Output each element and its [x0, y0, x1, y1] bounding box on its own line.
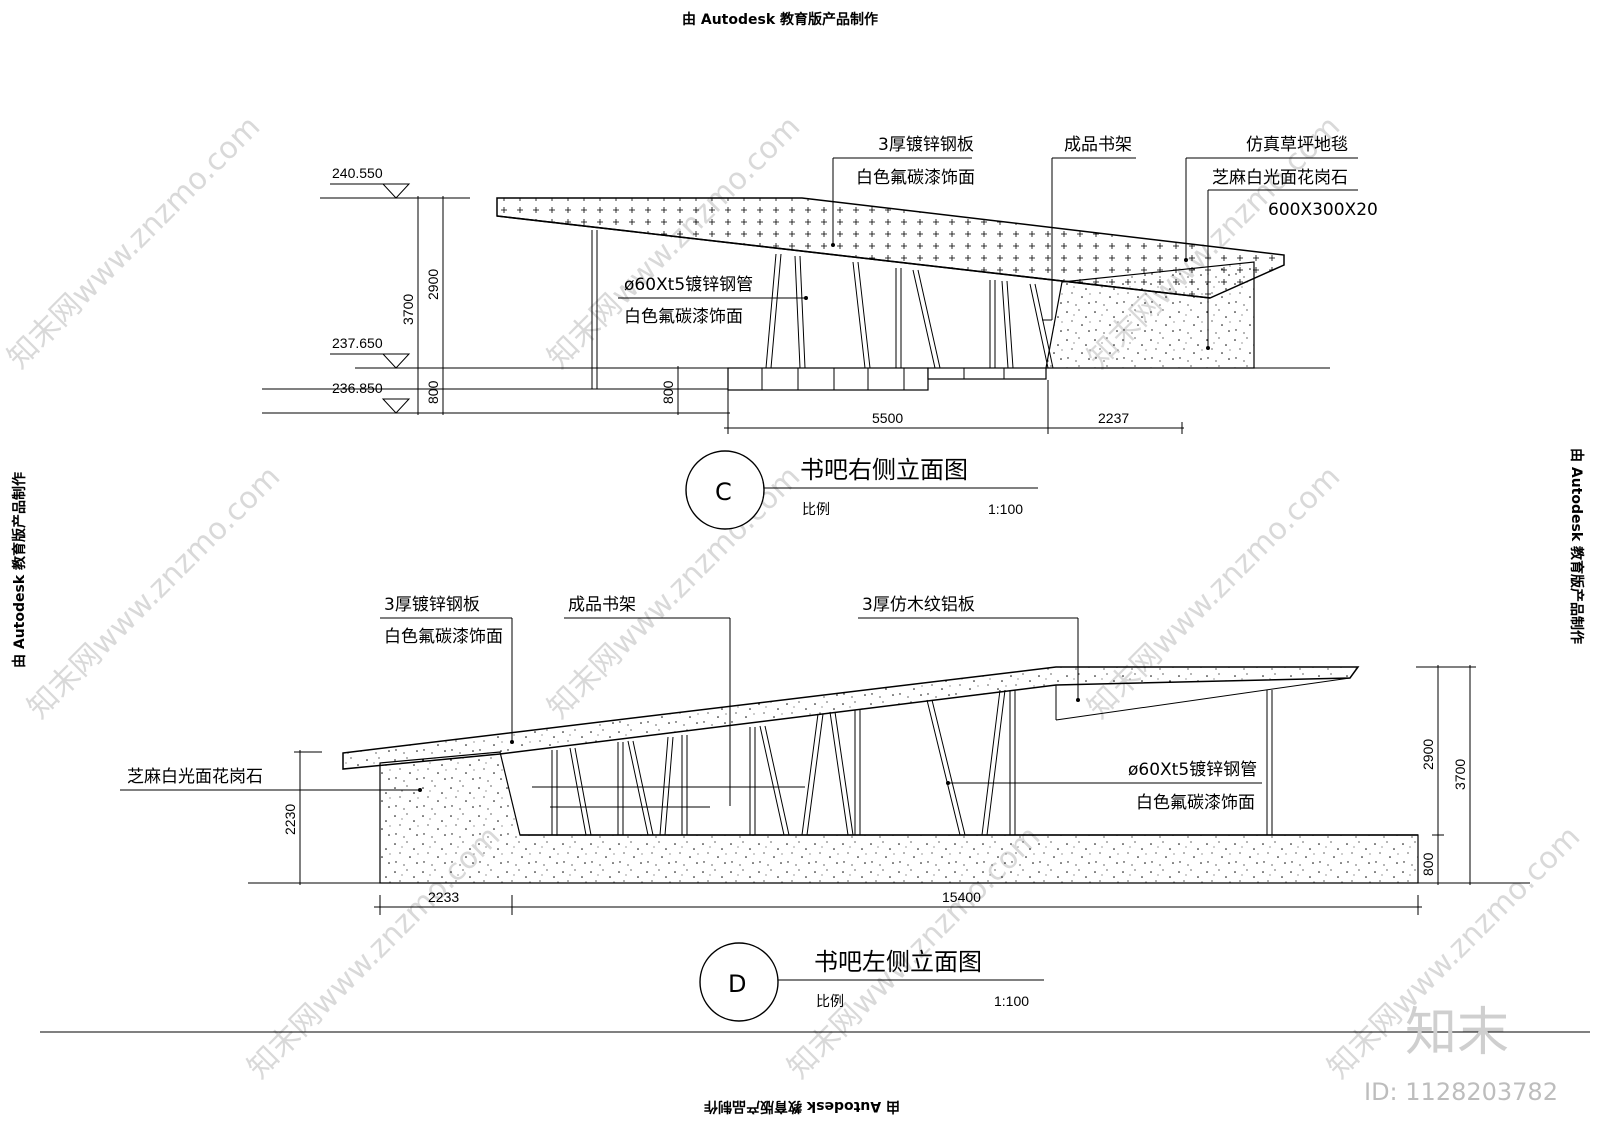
scale-value-c: 1:100 — [988, 501, 1023, 517]
scale-label-d: 比例 — [816, 994, 844, 1010]
id-watermark: ID: 1128203782 — [1364, 1078, 1558, 1106]
title-block-d: D 书吧左侧立面图 比例 1:100 — [699, 942, 1044, 1022]
base-steps — [727, 367, 1047, 412]
vertical-dimensions: 3700 2900 800 800 — [400, 196, 684, 415]
stamp-right: 由 Autodesk 教育版产品制作 — [1568, 448, 1585, 644]
columns — [591, 230, 1054, 389]
level-240550: 240.550 — [332, 165, 383, 181]
callouts-d: 3厚镀锌钢板 白色氟碳漆饰面 成品书架 3厚仿木纹铝板 芝麻白光面花岗石 ø60… — [120, 595, 1262, 813]
dim-c-2237: 2237 — [1098, 410, 1129, 426]
label-d-steel-plate-finish: 白色氟碳漆饰面 — [384, 627, 503, 647]
callouts-c: 3厚镀锌钢板 白色氟碳漆饰面 成品书架 仿真草坪地毯 芝麻白光面花岗石 600X… — [618, 135, 1378, 350]
roof-slab-d — [342, 666, 1360, 770]
watermark-text: 知末网www.znzmo.com — [541, 459, 807, 725]
dim-d-3700: 3700 — [1452, 759, 1468, 790]
label-d-granite: 芝麻白光面花岗石 — [127, 767, 263, 787]
scale-label-c: 比例 — [802, 502, 830, 518]
label-granite: 芝麻白光面花岗石 — [1212, 168, 1348, 188]
title-c: 书吧右侧立面图 — [800, 456, 968, 484]
horizontal-dimensions: 5500 2237 — [724, 380, 1184, 434]
section-marker-d: D — [728, 970, 746, 998]
dim-c-2900: 2900 — [425, 269, 441, 300]
label-d-alu-panel: 3厚仿木纹铝板 — [862, 595, 975, 615]
stamp-bottom: 由 Autodesk 教育版产品制作 — [704, 1098, 900, 1115]
dim-c-800-b: 800 — [660, 380, 676, 404]
label-turf: 仿真草坪地毯 — [1246, 135, 1348, 155]
title-block-c: C 书吧右侧立面图 比例 1:100 — [685, 450, 1038, 530]
level-236850: 236.850 — [332, 380, 383, 396]
dim-d-15400: 15400 — [942, 889, 981, 905]
label-pipe-finish: 白色氟碳漆饰面 — [624, 307, 743, 327]
label-d-pipe-finish: 白色氟碳漆饰面 — [1136, 793, 1255, 813]
granite-left-block — [379, 751, 1419, 884]
label-steel-plate: 3厚镀锌钢板 — [878, 135, 974, 155]
dim-c-3700: 3700 — [400, 294, 416, 325]
elevation-d: 2230 2900 3700 800 2233 15400 3厚镀锌钢板 白色氟… — [120, 595, 1530, 1022]
label-d-pipe: ø60Xt5镀锌钢管 — [1128, 760, 1257, 780]
watermark-text: 知末网www.znzmo.com — [1081, 459, 1347, 725]
dim-d-2233: 2233 — [428, 889, 459, 905]
watermark-text: 知末网www.znzmo.com — [21, 459, 287, 725]
level-237650: 237.650 — [332, 335, 383, 351]
watermark-text: 知末网www.znzmo.com — [1, 109, 267, 375]
label-d-bookshelf: 成品书架 — [568, 595, 636, 615]
brand-watermark: 知末 — [1405, 1003, 1509, 1063]
dim-d-2900: 2900 — [1420, 739, 1436, 770]
columns-d — [532, 689, 1273, 836]
title-d: 书吧左侧立面图 — [814, 948, 982, 976]
label-steel-plate-finish: 白色氟碳漆饰面 — [856, 168, 975, 188]
dim-d-2230: 2230 — [282, 804, 298, 835]
stamp-left: 由 Autodesk 教育版产品制作 — [11, 472, 28, 668]
dim-c-5500: 5500 — [872, 410, 903, 426]
label-d-steel-plate: 3厚镀锌钢板 — [384, 595, 480, 615]
label-granite-size: 600X300X20 — [1268, 200, 1378, 220]
stamp-top: 由 Autodesk 教育版产品制作 — [682, 11, 878, 28]
watermarks: 知末网www.znzmo.com 知末网www.znzmo.com 知末网www… — [1, 109, 1587, 1085]
dim-c-800-a: 800 — [425, 380, 441, 404]
dimensions-d: 2230 2900 3700 800 2233 15400 — [282, 665, 1476, 915]
scale-value-d: 1:100 — [994, 993, 1029, 1009]
dim-d-800: 800 — [1420, 852, 1436, 876]
elevation-c: 240.550 237.650 236.850 3700 2900 800 80… — [262, 135, 1378, 530]
label-bookshelf: 成品书架 — [1064, 135, 1132, 155]
section-marker-c: C — [715, 478, 732, 506]
level-markers: 240.550 237.650 236.850 — [330, 165, 411, 414]
label-pipe: ø60Xt5镀锌钢管 — [624, 275, 753, 295]
